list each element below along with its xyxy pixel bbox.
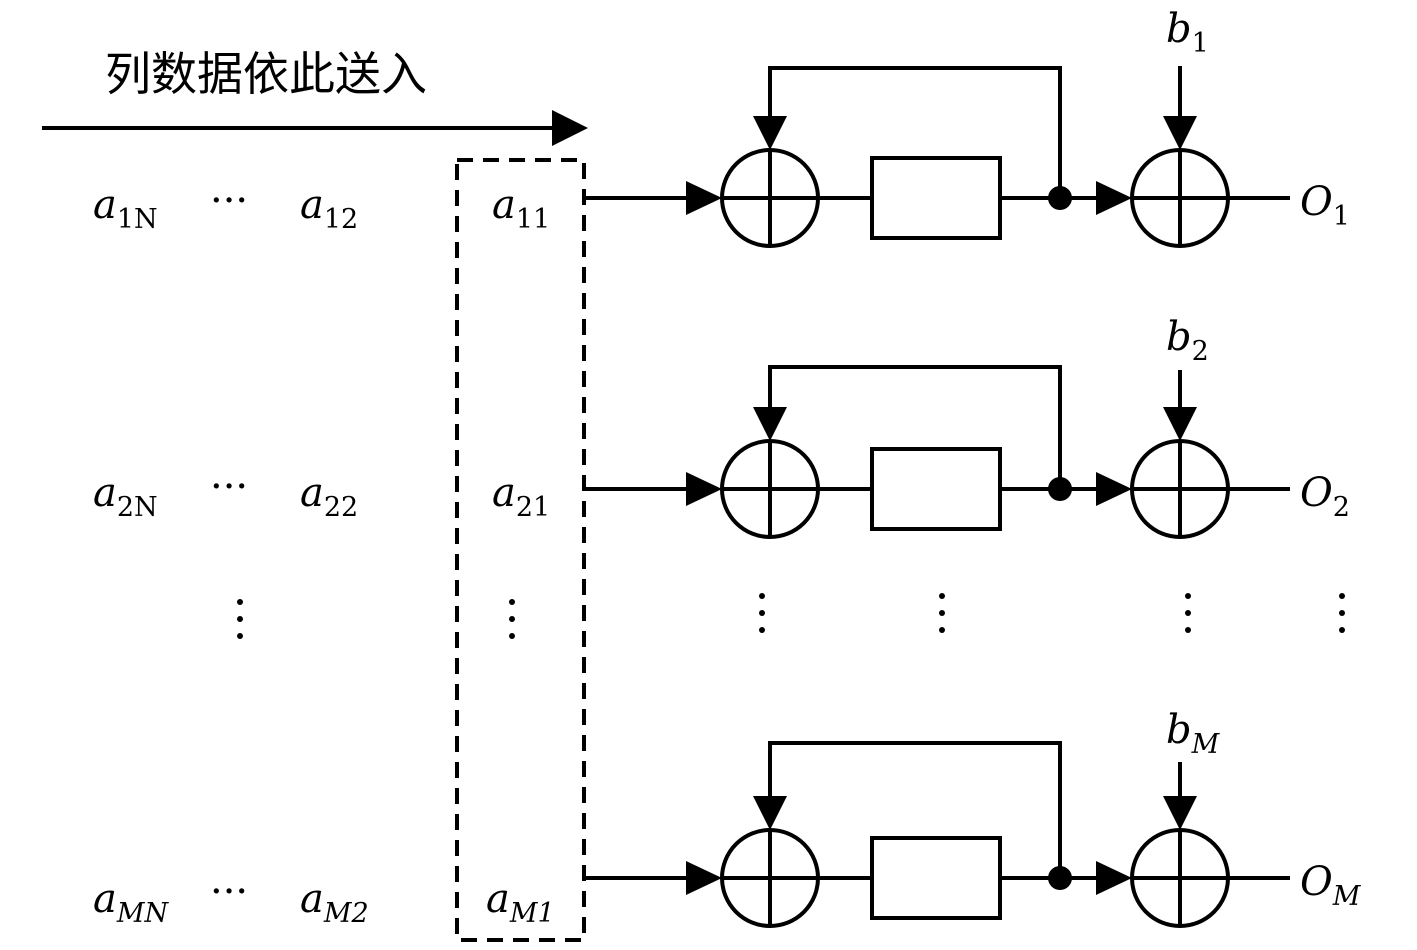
matrix-entry-aMN: aMN [93,876,170,929]
bias-adder [1130,828,1230,928]
accumulator-unit-2: b2 O2 [584,314,1350,539]
feedback-arrowhead [753,116,787,150]
to-bias-adder-arrowhead [1096,861,1132,895]
bias-label-bM: bM [1166,707,1221,760]
input-arrowhead [686,472,722,506]
bias-arrowhead [1163,116,1197,150]
output-label-O1: O1 [1300,179,1350,232]
matrix-entry-a22: a22 [300,470,358,523]
feedback-path [768,66,1062,198]
accumulate-adder [720,439,820,539]
feedback-path [768,741,1062,878]
matrix-entry-aM2: aM2 [300,876,369,929]
accumulate-adder [720,828,820,928]
row2-hdots: ··· [210,464,248,510]
bias-adder [1130,148,1230,248]
bias-arrowhead [1163,796,1197,830]
bias-label-b1: b1 [1166,6,1209,59]
matrix-vdots-col2 [237,599,243,639]
accumulate-adder [720,148,820,248]
feed-direction-arrowhead [552,110,588,146]
matrix-entry-a21: a21 [492,470,550,523]
matrix-entry-aM1: aM1 [486,876,555,929]
matrix-entry-a2N: a2N [93,470,158,523]
bias-adder [1130,439,1230,539]
feedback-arrowhead [753,796,787,830]
bias-label-b2: b2 [1166,314,1209,367]
feedback-arrowhead [753,407,787,441]
matrix-entry-a11: a11 [492,182,550,235]
input-arrowhead [686,181,722,215]
current-column-dashed-box [455,158,586,942]
matrix-entry-a1N: a1N [93,182,158,235]
units-vdots [759,593,1345,633]
rowM-hdots: ··· [210,869,248,915]
output-label-OM: OM [1300,859,1362,912]
feed-direction-label: 列数据依此送入 [105,47,427,101]
row1-hdots: ··· [210,178,248,224]
input-arrowhead [686,861,722,895]
matrix-vdots-col3 [509,599,515,639]
to-bias-adder-arrowhead [1096,472,1132,506]
accumulator-unit-1: b1 O1 [584,6,1350,248]
feedback-path [768,365,1062,489]
accumulator-unit-M: bM OM [584,707,1362,928]
matrix-entry-a12: a12 [300,182,358,235]
to-bias-adder-arrowhead [1096,181,1132,215]
output-label-O2: O2 [1300,470,1350,523]
register-block [870,156,1002,240]
register-block [870,447,1002,531]
register-block [870,836,1002,920]
bias-arrowhead [1163,407,1197,441]
